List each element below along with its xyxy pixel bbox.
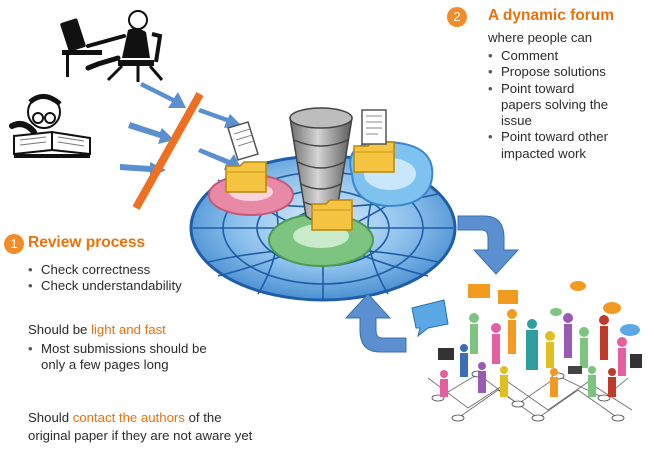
- arrow-icon: [198, 148, 242, 170]
- step-1-badge: 1: [4, 234, 24, 254]
- folder-icon: [311, 199, 353, 231]
- filter-barrier-icon: [132, 92, 204, 210]
- list-item: Check understandability: [28, 278, 182, 295]
- contact-authors-line: Should contact the authors of the: [28, 410, 222, 426]
- documents-icon: [227, 121, 259, 161]
- list-item-continuation: impacted work: [488, 146, 608, 162]
- list-item-text: issue: [501, 113, 532, 129]
- list-item: Check correctness: [28, 262, 182, 279]
- light-fast-prefix: Should be: [28, 322, 92, 337]
- arrow-icon: [198, 108, 242, 128]
- list-item: Comment: [488, 48, 608, 65]
- step-2-badge: 2: [447, 7, 467, 27]
- contact-prefix: Should: [28, 410, 73, 425]
- list-item-text: impacted work: [501, 145, 587, 161]
- list-item-text: only a few pages long: [41, 357, 169, 373]
- cycle-arrow-icon: [344, 293, 407, 353]
- person-reading-book-icon: [9, 94, 91, 158]
- forum-intro: where people can: [488, 30, 593, 45]
- list-item: Most submissions should be: [28, 341, 207, 358]
- list-item-continuation: only a few pages long: [28, 357, 207, 373]
- cycle-arrow-icon: [457, 215, 520, 275]
- light-fast-highlight: light and fast: [91, 322, 166, 337]
- list-item-text: papers solving the: [501, 96, 609, 112]
- light-fast-list: Most submissions should be only a few pa…: [28, 341, 207, 374]
- people-crowd-speech-bubbles-icon: [411, 281, 642, 422]
- database-icon: [289, 107, 353, 223]
- contact-authors-line-2: original paper if they are not aware yet: [28, 428, 253, 443]
- contact-highlight: contact the authors: [72, 410, 185, 425]
- contact-suffix: of the: [184, 410, 222, 425]
- arrow-icon: [140, 82, 186, 108]
- review-heading: Review process: [28, 234, 146, 251]
- forum-list: Comment Propose solutions Point toward p…: [488, 48, 608, 162]
- folder-icon: [353, 141, 395, 173]
- folder-icon: [225, 161, 267, 193]
- arrow-icon: [128, 122, 174, 144]
- person-at-computer-icon: [60, 10, 164, 82]
- light-fast-line: Should be light and fast: [28, 322, 166, 338]
- list-item-continuation: papers solving the: [488, 97, 608, 113]
- list-item-continuation: issue: [488, 113, 608, 129]
- documents-icon: [361, 109, 387, 145]
- list-item: Propose solutions: [488, 64, 608, 81]
- list-item: Point toward: [488, 81, 608, 98]
- forum-heading: A dynamic forum: [488, 7, 615, 24]
- review-checks-list: Check correctness Check understandabilit…: [28, 262, 182, 295]
- list-item: Point toward other: [488, 129, 608, 146]
